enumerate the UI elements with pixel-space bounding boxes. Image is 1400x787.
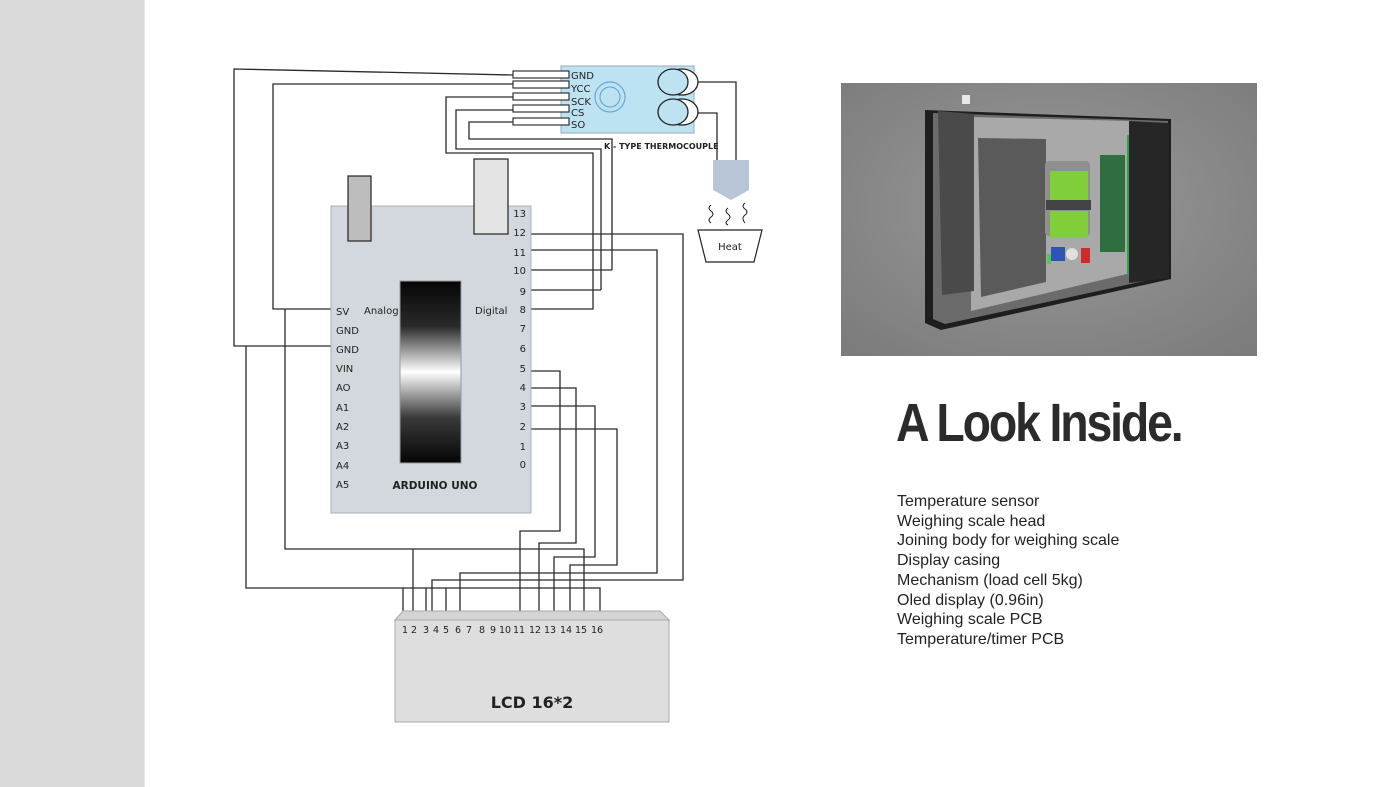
lcd-pin-label: 1 [402,625,408,636]
wire-lcd-15 [413,548,585,620]
arduino-left-pin-label: A4 [336,461,349,472]
left-sidebar [0,0,145,787]
lcd-pin-label: 9 [490,625,496,636]
wire-probe-2 [693,112,718,160]
lcd-pin-label: 3 [423,625,429,636]
thermocouple-pin-label: SCK [571,97,591,108]
parts-list-item: Mechanism (load cell 5kg) [897,571,1083,589]
wire-pin5 [519,370,561,620]
lcd-title: LCD 16*2 [491,693,574,712]
arduino-right-pin-label: 9 [520,287,526,298]
wire-pin2 [531,428,618,620]
parts-list-item: Oled display (0.96in) [897,591,1044,609]
wire-5v-lcd [284,309,414,620]
lcd-pin-label: 14 [560,625,572,636]
pcb-board [1100,155,1125,252]
lcd-pin-label: 11 [513,625,525,636]
arduino-left-pin-label: SV [336,307,349,318]
arduino-left-pin-label: A3 [336,441,349,452]
analog-label: Analog [364,306,399,317]
arduino-right-pin-label: 1 [520,442,526,453]
green-component [1050,171,1088,201]
parts-list-item: Temperature sensor [897,493,1040,510]
lcd-pin-label: 13 [544,625,556,636]
arduino-left-pin-label: A2 [336,422,349,433]
thermocouple-pin-label: CS [571,108,584,119]
arduino-left-pin-label: A1 [336,403,349,414]
arduino-right-pin-label: 12 [513,228,526,239]
lcd-pin-label: 12 [529,625,541,636]
heat-waves-icon [708,202,748,226]
thermocouple-pin-label: SO [571,120,585,131]
product-render-image [841,83,1257,356]
parts-list-item: Weighing scale PCB [897,611,1043,629]
lcd-pin-label: 5 [443,625,449,636]
wire-gnd-lcd [245,346,404,620]
heat-source-icon [697,229,763,263]
wire-pin12 [431,233,684,620]
wire-probe-1 [693,81,737,160]
wire-tc-sck [445,96,594,290]
power-jack-icon [347,175,372,242]
lcd-pin-label: 2 [411,625,417,636]
lcd-pin-label: 4 [433,625,439,636]
parts-list-item: Weighing scale head [897,512,1046,530]
arduino-right-pin-label: 8 [520,305,526,316]
parts-list-item: Display casing [897,552,1001,570]
arduino-left-pin-label: GND [336,326,359,337]
arduino-left-pin-label: GND [336,345,359,356]
lcd-pin-label: 6 [455,625,461,636]
parts-list-item: Joining body for weighing scale [897,532,1120,550]
wire-tc-so [468,121,613,270]
arduino-right-pin-label: 7 [520,324,526,335]
lcd-pin-label: 15 [575,625,587,636]
wire-tc-gnd [233,68,514,347]
microcontroller-chip-icon [399,280,462,464]
digital-label: Digital [475,306,507,317]
wire-tc-cs [455,109,602,290]
probe-and-heat: Heat [697,160,763,263]
arduino-right-pin-label: 2 [520,422,526,433]
arduino-right-pin-label: 13 [513,209,526,220]
lcd-pin-label: 7 [466,625,472,636]
arduino-right-pin-label: 5 [520,364,526,375]
thermocouple-title: K - TYPE THERMOCOUPLE [604,142,719,151]
arduino-left-pin-label: A5 [336,480,349,491]
arduino-right-pin-label: 3 [520,402,526,413]
arduino-right-pin-label: 10 [513,266,526,277]
arduino-right-pin-label: 4 [520,383,526,394]
arduino-board: Analog Digital ARDUINO UNO SV GND GND VIN AO… [330,158,532,514]
parts-list-item: Temperature/timer PCB [897,630,1065,648]
wire-pin8 [531,290,594,310]
parts-list: Temperature sensor Weighing scale head J… [897,492,1119,650]
wire-pin11 [459,249,658,620]
wire-pin4 [531,387,577,620]
arduino-right-pin-label: 0 [520,460,526,471]
terminal-block-icon [657,68,699,126]
arduino-left-pin-label: VIN [336,364,353,375]
wire-tc-vcc [272,83,513,310]
thermocouple-pin-label: YCC [570,84,591,95]
heat-label: Heat [718,242,742,253]
thermocouple-pin-label: GND [571,71,594,82]
probe-icon [713,160,749,200]
arduino-right-pin-label: 11 [513,248,526,259]
arduino-title: ARDUINO UNO [393,480,478,492]
lcd-pin-label: 8 [479,625,485,636]
lcd-pin-label: 10 [499,625,511,636]
wires [233,68,737,620]
wire-pin3 [531,405,596,620]
sensor-ring-icon [594,81,626,113]
lcd-pin-label: 16 [591,625,603,636]
arduino-right-pin-label: 6 [520,344,526,355]
slide-headline: A Look Inside. [896,393,1184,453]
arduino-left-pin-label: AO [336,383,351,394]
device-button [962,95,970,104]
usb-port-icon [473,158,509,235]
